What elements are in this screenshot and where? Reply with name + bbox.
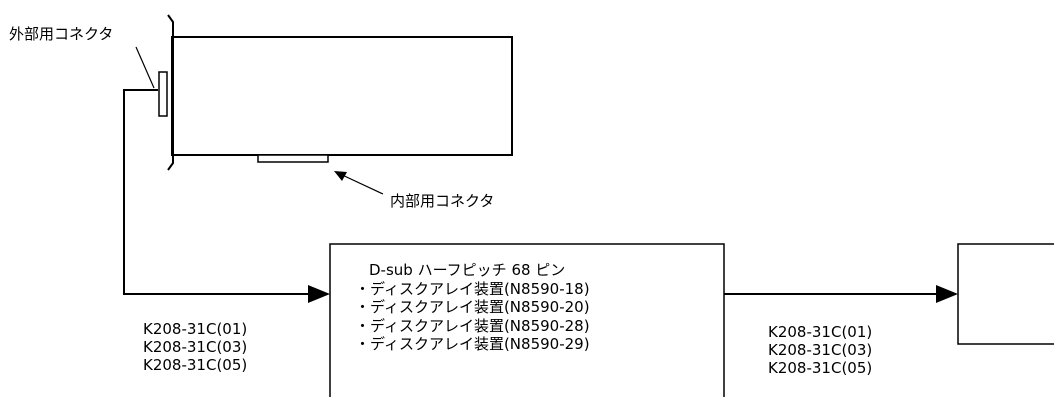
device-item: ・ディスクアレイ装置(N8590-29) xyxy=(355,335,590,353)
cable-left xyxy=(123,89,312,295)
cable-model: K208-31C(03) xyxy=(768,341,873,359)
cable-model: K208-31C(01) xyxy=(143,320,248,338)
internal-connector-arrow xyxy=(337,172,384,195)
cable-model: K208-31C(03) xyxy=(143,338,248,356)
cable-model: K208-31C(01) xyxy=(768,323,873,341)
internal-connector-arrowhead xyxy=(334,171,347,181)
cable-models-right: K208-31C(01) K208-31C(03) K208-31C(05) xyxy=(768,323,872,377)
device-item: ・ディスクアレイ装置(N8590-28) xyxy=(355,316,590,335)
internal-connector-label: 内部用コネクタ xyxy=(390,192,495,210)
device-item: ・ディスクアレイ装置(N8590-18) xyxy=(355,279,590,298)
device-item: ・ディスクアレイ装置(N8590-20) xyxy=(355,298,590,316)
device-box xyxy=(329,243,725,397)
internal-connector xyxy=(257,154,329,163)
next-device-box xyxy=(957,243,1054,345)
external-connector-leader xyxy=(135,46,155,89)
cable-right-arrowhead xyxy=(936,285,958,303)
cable-model: K208-31C(05) xyxy=(768,359,873,377)
device-box-text: D-sub ハーフピッチ 68 ピン ・ディスクアレイ装置(N8590-18) … xyxy=(355,261,590,354)
external-connector-label: 外部用コネクタ xyxy=(9,25,114,43)
cable-left-arrowhead xyxy=(308,285,330,303)
cable-models-left: K208-31C(01) K208-31C(03) K208-31C(05) xyxy=(143,320,247,374)
cable-model: K208-31C(05) xyxy=(143,356,248,374)
card-board xyxy=(171,36,513,156)
connector-spec-title: D-sub ハーフピッチ 68 ピン xyxy=(369,261,566,279)
external-connector xyxy=(158,71,168,117)
